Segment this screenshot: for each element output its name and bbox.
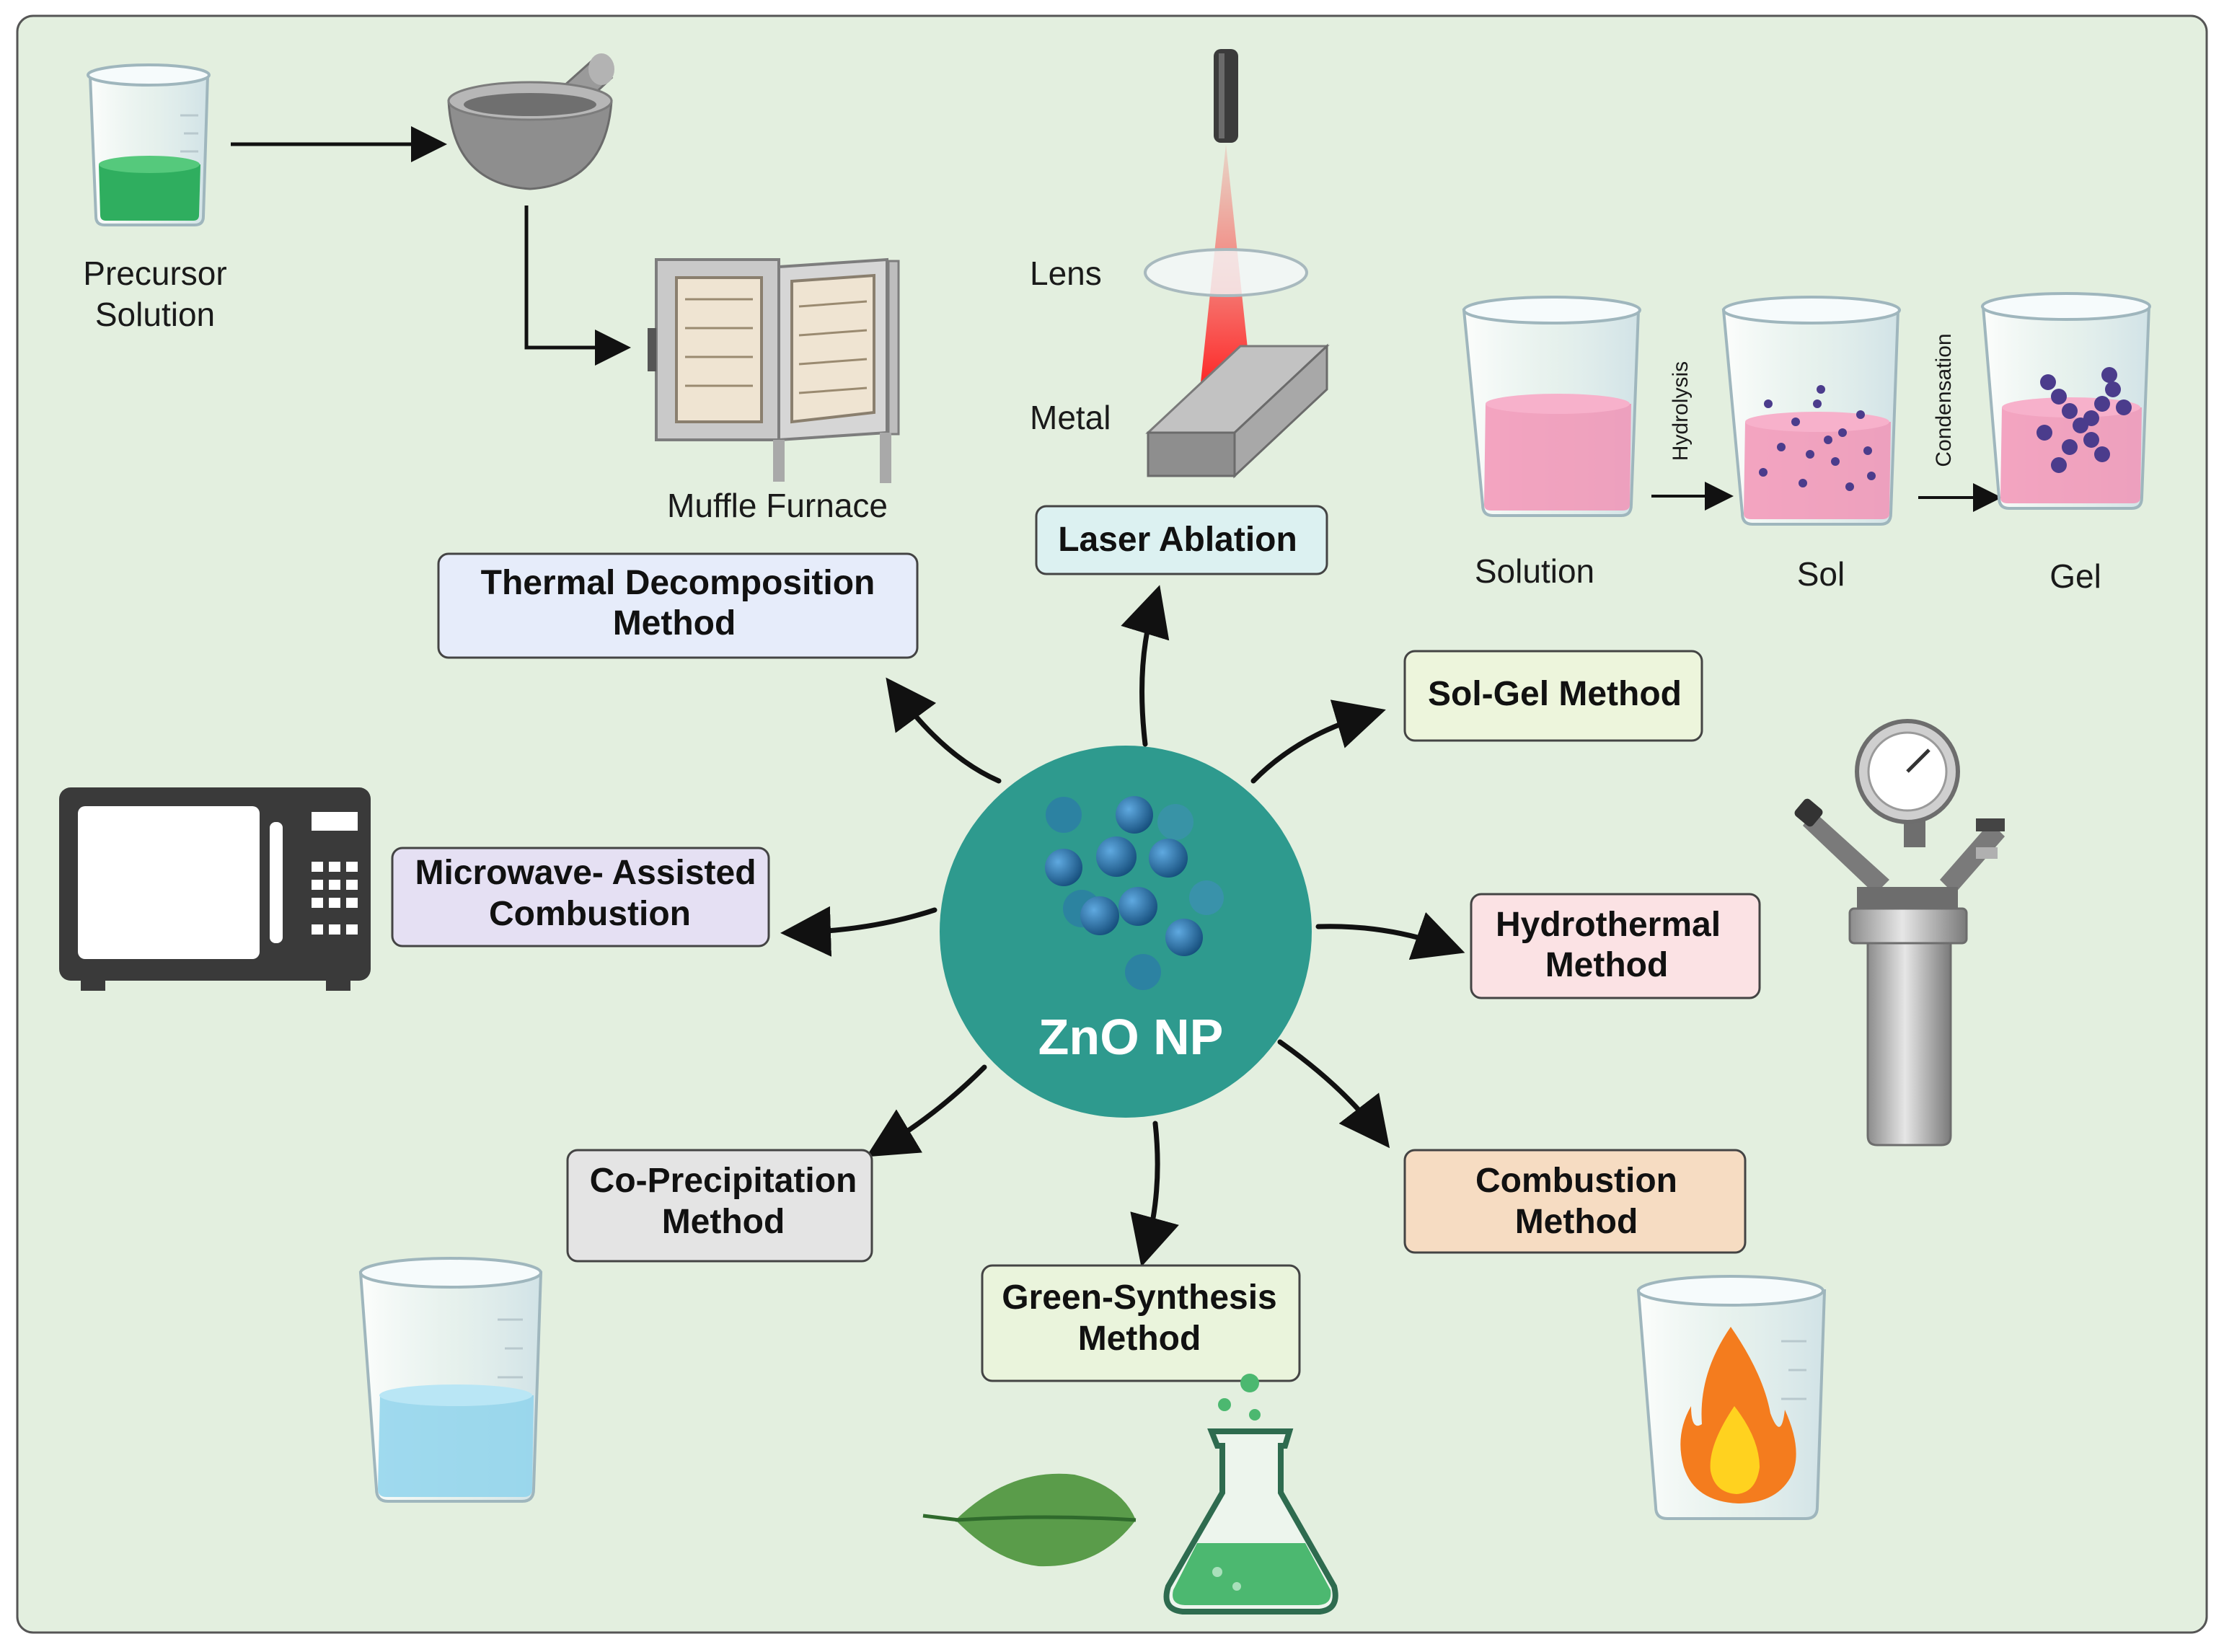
- combustion-line2: Method: [1515, 1203, 1638, 1241]
- thermal-line1: Thermal Decomposition: [481, 564, 875, 602]
- microwave-icon: [59, 787, 371, 991]
- hydrothermal-line2: Method: [1545, 946, 1669, 984]
- thermal-line2: Method: [613, 604, 736, 642]
- arrow-to-laser-ablation: [1121, 585, 1170, 747]
- precursor-label-line1: Precursor: [83, 255, 226, 292]
- arrow-to-green: [1130, 1121, 1179, 1267]
- metal-label: Metal: [1030, 399, 1111, 436]
- metal-block-icon: [1145, 343, 1330, 479]
- flame-icon: [1680, 1327, 1796, 1503]
- microwave-line1: Microwave- Assisted: [415, 854, 756, 892]
- lens-label: Lens: [1030, 255, 1102, 292]
- sol-gel-box: Sol-Gel Method: [1403, 650, 1703, 742]
- muffle-furnace-label: Muffle Furnace: [667, 487, 888, 524]
- solgel-label: Sol-Gel Method: [1428, 675, 1682, 713]
- center-label: ZnO NP: [1038, 1009, 1224, 1065]
- coprecip-line1: Co-Precipitation: [590, 1162, 857, 1200]
- leaf-icon: [922, 1473, 1137, 1567]
- zno-np-center: ZnO NP: [940, 746, 1312, 1118]
- flask-icon: [1163, 1374, 1338, 1615]
- arrow-to-combustion: [1277, 1039, 1390, 1149]
- sol-beaker-icon: [1721, 296, 1901, 526]
- laser-label: Laser Ablation: [1058, 521, 1297, 559]
- lens-icon: [1144, 248, 1308, 297]
- muffle-furnace-icon: [648, 257, 900, 483]
- arrow-to-solgel: [1250, 699, 1386, 784]
- hydrolysis-label: Hydrolysis: [1669, 361, 1693, 461]
- arrow-to-coprecip: [865, 1064, 987, 1157]
- precursor-label-line2: Solution: [95, 296, 215, 333]
- thermal-decomposition-box: Thermal Decomposition Method: [437, 552, 919, 659]
- precursor-beaker-icon: [87, 63, 211, 226]
- solution-beaker-icon: [1462, 296, 1641, 517]
- mortar-pestle-icon: [447, 53, 614, 190]
- co-precipitation-box: Co-Precipitation Method: [566, 1149, 873, 1263]
- arrow-to-hydrothermal: [1315, 912, 1465, 960]
- hydrothermal-box: Hydrothermal Method: [1470, 893, 1761, 999]
- green-synthesis-box: Green-Synthesis Method: [981, 1264, 1301, 1382]
- green-line1: Green-Synthesis: [1002, 1278, 1276, 1317]
- solution-label: Solution: [1475, 552, 1594, 590]
- hydrothermal-line1: Hydrothermal: [1496, 906, 1721, 944]
- laser-ablation-box: Laser Ablation: [1035, 505, 1328, 575]
- autoclave-icon: [1794, 719, 2005, 1147]
- arrow-mortar-to-furnace: [524, 206, 631, 366]
- gel-beaker-icon: [1981, 292, 2151, 510]
- arrow-to-thermal: [886, 677, 1002, 784]
- combustion-line1: Combustion: [1475, 1162, 1677, 1200]
- coprecip-beaker-icon: [358, 1257, 543, 1503]
- sol-label: Sol: [1797, 555, 1845, 593]
- combustion-box: Combustion Method: [1403, 1149, 1747, 1254]
- arrow-to-microwave: [780, 906, 937, 957]
- gel-label: Gel: [2049, 557, 2101, 595]
- microwave-combustion-box: Microwave- Assisted Combustion: [391, 847, 770, 948]
- coprecip-line2: Method: [662, 1203, 785, 1241]
- condensation-label: Condensation: [1932, 333, 1956, 467]
- green-line2: Method: [1078, 1320, 1201, 1358]
- nanoparticle-cluster: [1045, 796, 1224, 990]
- microwave-line2: Combustion: [489, 895, 691, 933]
- method-arrows: [780, 585, 1465, 1267]
